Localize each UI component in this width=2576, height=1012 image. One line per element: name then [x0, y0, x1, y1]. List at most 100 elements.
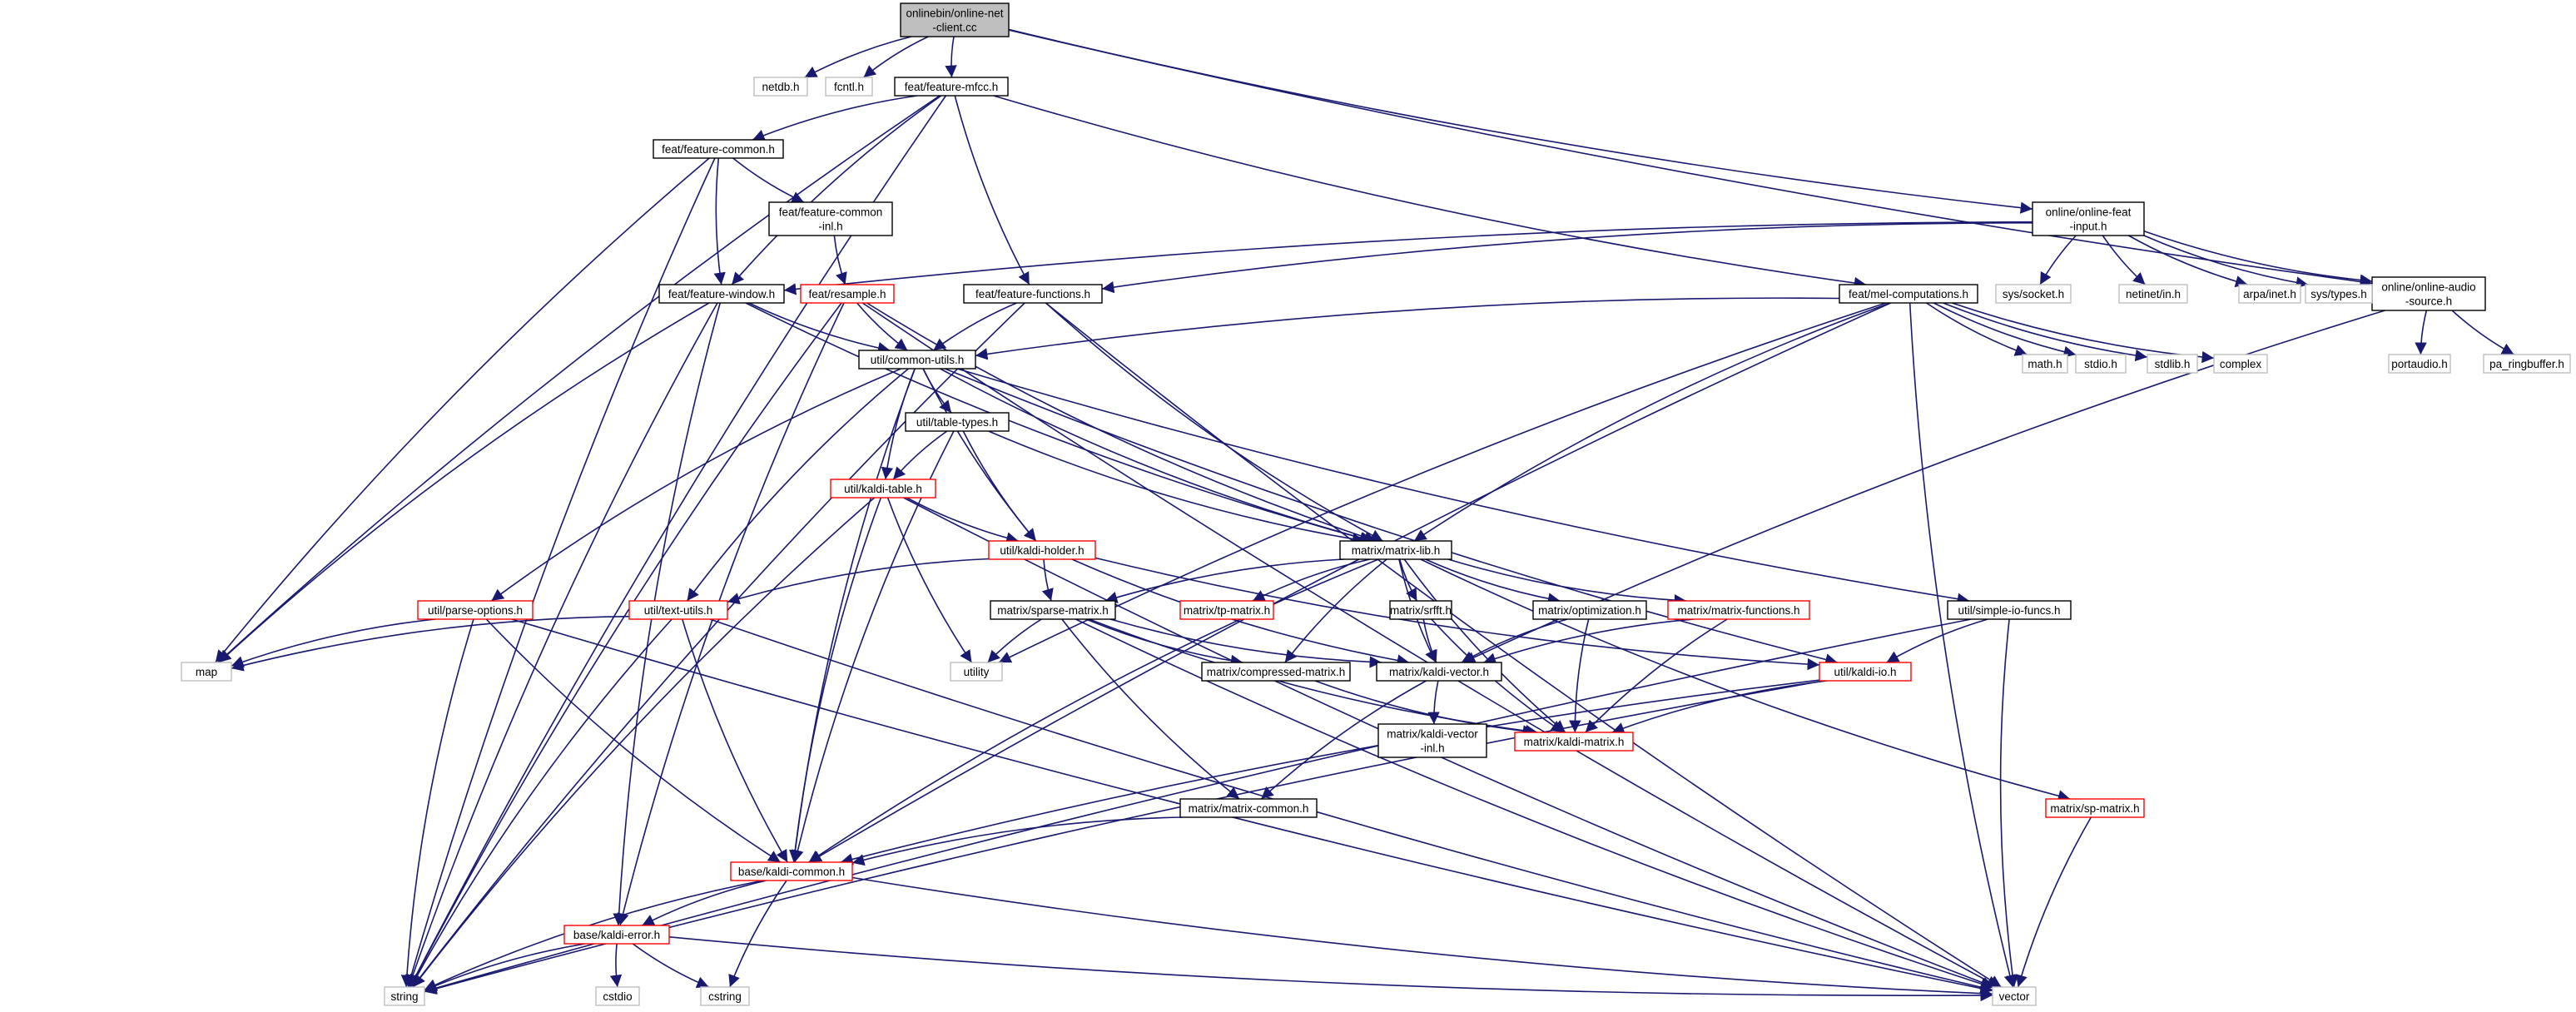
- node-label-line: util/kaldi-holder.h: [1000, 544, 1084, 557]
- node-box: [1514, 732, 1634, 752]
- node-box: [730, 861, 853, 881]
- node-label: map: [196, 666, 217, 678]
- node-base-kaldi-common-h[interactable]: base/kaldi-common.h: [730, 861, 853, 881]
- node-label: feat/feature-window.h: [668, 288, 775, 300]
- node-box: [1992, 986, 2037, 1006]
- node-label-line: util/parse-options.h: [428, 604, 523, 617]
- node-map: map: [181, 662, 232, 682]
- edge-tabletypes-to-matrixlib: [988, 430, 1365, 545]
- node-box: [1179, 600, 1274, 620]
- edge-onlinefeat-to-netinet: [2102, 235, 2147, 285]
- edge-matrixlib-to-kcommon: [808, 558, 1379, 863]
- node-box: [2075, 354, 2127, 374]
- node-util-text-utils-h[interactable]: util/text-utils.h: [628, 600, 728, 620]
- node-util-table-types-h[interactable]: util/table-types.h: [905, 412, 1010, 432]
- node-matrix-tp-matrix-h[interactable]: matrix/tp-matrix.h: [1179, 600, 1274, 620]
- node-portaudio-h: portaudio.h: [2388, 354, 2451, 374]
- node-matrix-kaldi-matrix-h[interactable]: matrix/kaldi-matrix.h: [1514, 732, 1634, 752]
- node-online-online-feat-input-h[interactable]: online/online-feat-input.h: [2032, 201, 2145, 236]
- node-feat-mel-computations-h[interactable]: feat/mel-computations.h: [1839, 284, 1978, 304]
- node-label: netdb.h: [762, 81, 799, 93]
- node-matrix-matrix-functions-h[interactable]: matrix/matrix-functions.h: [1667, 600, 1810, 620]
- node-util-kaldi-holder-h[interactable]: util/kaldi-holder.h: [988, 540, 1096, 560]
- node-label-line: fcntl.h: [834, 81, 864, 93]
- edge-kcommon-to-cstring: [728, 880, 787, 988]
- edge-fcommon-to-string: [405, 157, 716, 988]
- node-label: string: [390, 990, 418, 1003]
- node-label-line: -inl.h: [818, 221, 842, 233]
- node-label-line: matrix/kaldi-matrix.h: [1524, 736, 1625, 748]
- edge-onlinefeat-to-fwindow: [783, 221, 2033, 295]
- node-label: arpa/inet.h: [2243, 288, 2296, 300]
- node-box: [653, 139, 784, 159]
- edge-tabletypes-to-kalditable: [892, 430, 948, 480]
- node-matrix-srfft-h[interactable]: matrix/srfft.h: [1389, 600, 1452, 620]
- node-box: [2213, 354, 2268, 374]
- node-util-simple-io-funcs-h[interactable]: util/simple-io-funcs.h: [1947, 600, 2072, 620]
- node-matrix-sparse-matrix-h[interactable]: matrix/sparse-matrix.h: [990, 600, 1116, 620]
- node-matrix-sp-matrix-h[interactable]: matrix/sp-matrix.h: [2045, 798, 2145, 818]
- node-label-line: matrix/matrix-functions.h: [1677, 604, 1799, 617]
- node-label-line: feat/feature-mfcc.h: [905, 81, 999, 93]
- edge-kaldiio-to-kmatrix: [1611, 680, 1828, 734]
- edge-root-to-mfcc: [945, 36, 957, 78]
- node-online-online-audio-source-h[interactable]: online/online-audio-source.h: [2371, 276, 2486, 311]
- node-label: base/kaldi-error.h: [573, 929, 660, 941]
- node-label-line: pa_ringbuffer.h: [2489, 358, 2564, 370]
- node-label: matrix/tp-matrix.h: [1184, 604, 1270, 617]
- node-label-line: matrix/matrix-common.h: [1189, 802, 1309, 815]
- node-complex: complex: [2213, 354, 2268, 374]
- node-util-kaldi-table-h[interactable]: util/kaldi-table.h: [830, 479, 936, 499]
- node-matrix-kaldi-vector-h[interactable]: matrix/kaldi-vector.h: [1376, 662, 1502, 682]
- node-matrix-matrix-lib-h[interactable]: matrix/matrix-lib.h: [1339, 540, 1452, 560]
- node-feat-feature-mfcc-h[interactable]: feat/feature-mfcc.h: [894, 77, 1009, 97]
- node-box: [1819, 662, 1912, 682]
- node-box: [2483, 354, 2571, 374]
- node-label: util/simple-io-funcs.h: [1958, 604, 2060, 617]
- node-box: [1339, 540, 1452, 560]
- node-label-line: util/common-utils.h: [871, 354, 965, 366]
- node-label-line: -client.cc: [932, 22, 977, 34]
- edge-simpleio-to-kaldiio: [1886, 618, 1988, 663]
- edge-kaldiio-to-kcommon: [840, 679, 1820, 866]
- node-util-common-utils-h[interactable]: util/common-utils.h: [858, 350, 976, 370]
- node-label-line: online/online-feat: [2046, 206, 2132, 219]
- node-util-parse-options-h[interactable]: util/parse-options.h: [417, 600, 534, 620]
- node-netdb-h: netdb.h: [753, 77, 808, 97]
- edge-commonutils-to-kaldiio: [945, 368, 1838, 666]
- edge-resample-to-vector: [861, 302, 2000, 988]
- node-feat-feature-window-h[interactable]: feat/feature-window.h: [658, 284, 785, 304]
- node-label-line: string: [390, 990, 418, 1003]
- node-matrix-matrix-common-h[interactable]: matrix/matrix-common.h: [1179, 798, 1318, 818]
- node-util-kaldi-io-h[interactable]: util/kaldi-io.h: [1819, 662, 1912, 682]
- edge-onlinefeat-to-arpa: [2128, 235, 2248, 288]
- edge-commonutils-to-textutils: [686, 368, 910, 602]
- edge-melcomp-to-commonutils: [975, 297, 1840, 360]
- node-label-line: onlinebin/online-net: [906, 7, 1003, 20]
- node-feat-feature-common-inl-h[interactable]: feat/feature-common-inl.h: [768, 201, 893, 236]
- node-label-line: matrix/kaldi-vector.h: [1389, 666, 1489, 678]
- node-matrix-compressed-matrix-h[interactable]: matrix/compressed-matrix.h: [1201, 662, 1351, 682]
- node-base-kaldi-error-h[interactable]: base/kaldi-error.h: [563, 925, 670, 945]
- node-label-line: stdlib.h: [2155, 358, 2191, 370]
- node-label: matrix/matrix-lib.h: [1352, 544, 1441, 557]
- edge-parseopts-to-kcommon: [485, 618, 782, 863]
- node-label: portaudio.h: [2391, 358, 2448, 370]
- node-label: feat/feature-mfcc.h: [905, 81, 999, 93]
- node-label-line: matrix/tp-matrix.h: [1184, 604, 1270, 617]
- node-label-line: vector: [1999, 990, 2030, 1003]
- node-feat-feature-functions-h[interactable]: feat/feature-functions.h: [963, 284, 1103, 304]
- node-matrix-optimization-h[interactable]: matrix/optimization.h: [1532, 600, 1647, 620]
- node-label-line: sys/types.h: [2310, 288, 2367, 300]
- edge-melcomp-to-matrixlib: [1413, 302, 1891, 542]
- node-label: feat/feature-common-inl.h: [779, 206, 883, 233]
- node-matrix-kaldi-vector-inl-h[interactable]: matrix/kaldi-vector-inl.h: [1377, 723, 1487, 758]
- node-label-line: matrix/kaldi-vector: [1387, 728, 1478, 741]
- edge-audiosrc-to-ringbuf: [2451, 310, 2514, 355]
- node-label: matrix/matrix-functions.h: [1677, 604, 1799, 617]
- node-onlinebin-online-net-client-cc[interactable]: onlinebin/online-net -client.cc: [900, 2, 1010, 37]
- edge-onlinefeat-to-socket: [2039, 235, 2077, 285]
- node-label-line: feat/feature-common.h: [662, 143, 775, 156]
- node-feat-resample-h[interactable]: feat/resample.h: [800, 284, 895, 304]
- node-feat-feature-common-h[interactable]: feat/feature-common.h: [653, 139, 784, 159]
